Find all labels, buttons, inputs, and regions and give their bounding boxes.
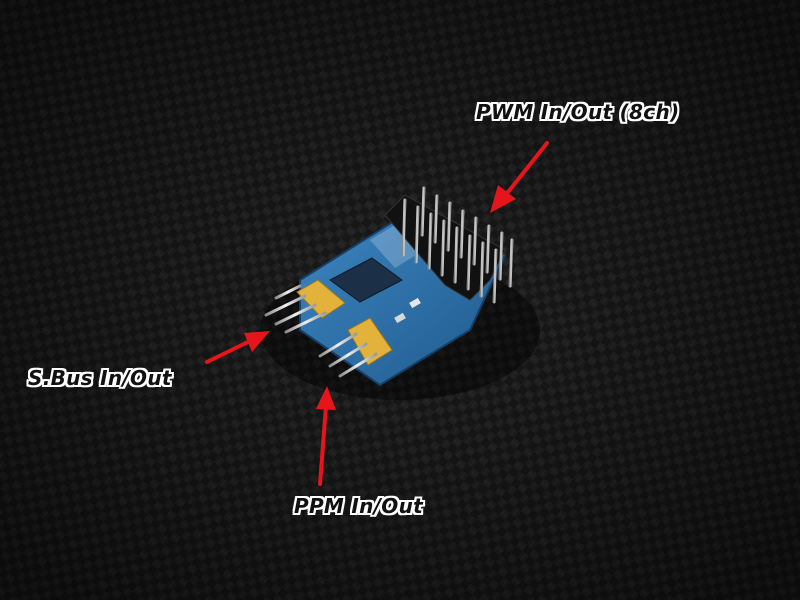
sbus-header — [296, 279, 346, 319]
label-ppm-in-out: PPM In/Out — [294, 494, 423, 518]
pcb-component — [394, 312, 406, 324]
receiver-module — [264, 186, 514, 387]
ppm-pins — [318, 332, 378, 378]
arrow-ppm — [316, 386, 336, 486]
label-sbus-in-out: S.Bus In/Out — [28, 366, 172, 390]
arrow-sbus — [205, 331, 270, 364]
pwm-header-block — [384, 194, 506, 301]
pcb-chip — [329, 257, 403, 303]
ppm-header — [347, 317, 393, 366]
pcb-component — [409, 297, 421, 309]
pwm-pins — [401, 186, 514, 304]
arrow-pwm — [490, 141, 549, 213]
sbus-pins — [264, 284, 327, 334]
label-pwm-in-out: PWM In/Out (8ch) — [476, 100, 680, 124]
